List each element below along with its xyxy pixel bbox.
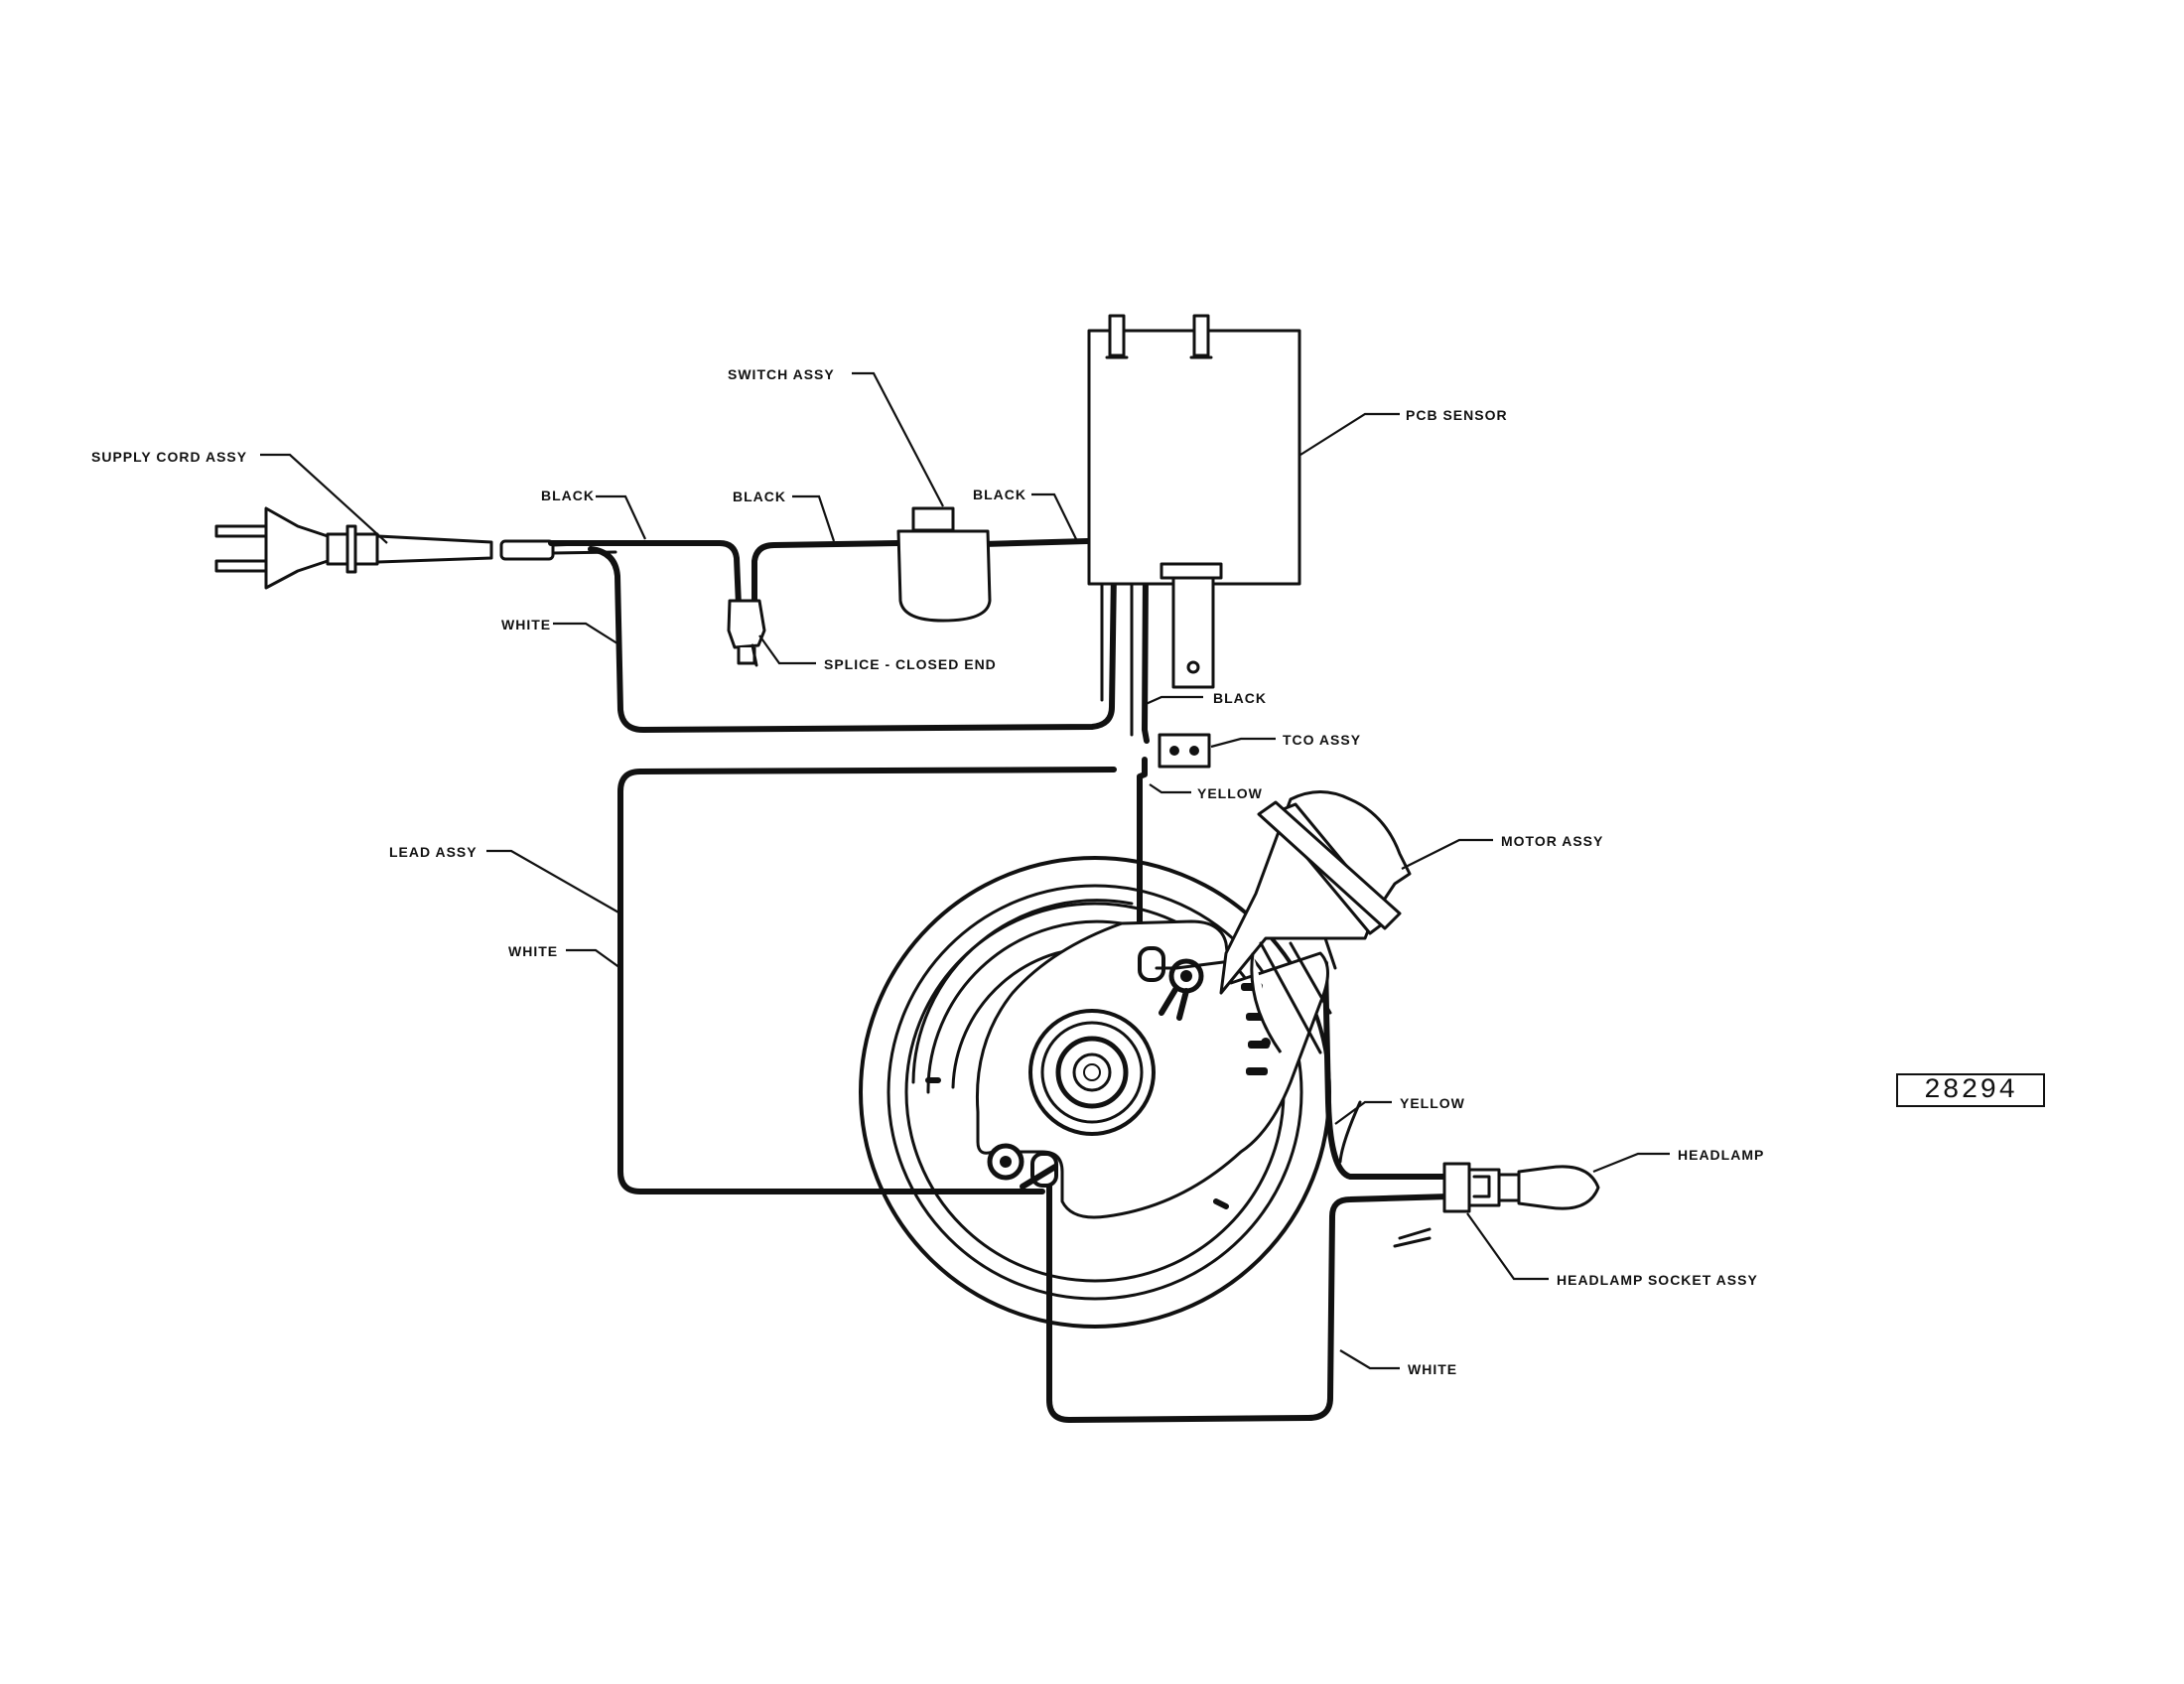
- label-black-2: BLACK: [733, 489, 786, 504]
- reference-number: 28294: [1896, 1073, 2045, 1107]
- headlamp: [1517, 1165, 1600, 1210]
- label-yellow-2: YELLOW: [1400, 1095, 1465, 1111]
- black-wire-2: [751, 540, 901, 609]
- lead-assy-wire: [617, 767, 1117, 1194]
- white-wire-3: [1046, 1179, 1452, 1423]
- label-white-2: WHITE: [508, 943, 558, 959]
- label-white-3: WHITE: [1408, 1361, 1457, 1377]
- label-tco-assy: TCO ASSY: [1283, 732, 1361, 748]
- label-yellow-1: YELLOW: [1197, 785, 1263, 801]
- motor-assy: [1219, 790, 1412, 1054]
- labels: SUPPLY CORD ASSY BLACK BLACK BLACK SWITC…: [91, 366, 1764, 1377]
- label-headlamp-socket: HEADLAMP SOCKET ASSY: [1557, 1272, 1758, 1288]
- label-supply-cord: SUPPLY CORD ASSY: [91, 449, 247, 465]
- label-splice: SPLICE - CLOSED END: [824, 656, 997, 672]
- label-headlamp: HEADLAMP: [1678, 1147, 1764, 1163]
- headlamp-socket-assy: [1393, 1162, 1521, 1248]
- splice-closed-end: [727, 599, 766, 667]
- motor-base: [859, 856, 1331, 1329]
- tco-assy: [1158, 733, 1211, 769]
- supply-cord-plug: [214, 506, 637, 590]
- black-wire-4: [1142, 568, 1150, 744]
- switch-assy: [896, 506, 992, 623]
- label-switch-assy: SWITCH ASSY: [728, 366, 835, 382]
- black-wire-1: [548, 540, 742, 609]
- label-black-4: BLACK: [1213, 690, 1267, 706]
- label-black-3: BLACK: [973, 487, 1026, 502]
- pcb-sensor: [1087, 314, 1301, 689]
- label-white-1: WHITE: [501, 617, 551, 632]
- label-pcb-sensor: PCB SENSOR: [1406, 407, 1508, 423]
- label-black-1: BLACK: [541, 488, 595, 503]
- leader-lines: [260, 371, 1670, 1370]
- label-lead-assy: LEAD ASSY: [389, 844, 478, 860]
- label-motor-assy: MOTOR ASSY: [1501, 833, 1603, 849]
- white-wire-1: [588, 546, 1117, 733]
